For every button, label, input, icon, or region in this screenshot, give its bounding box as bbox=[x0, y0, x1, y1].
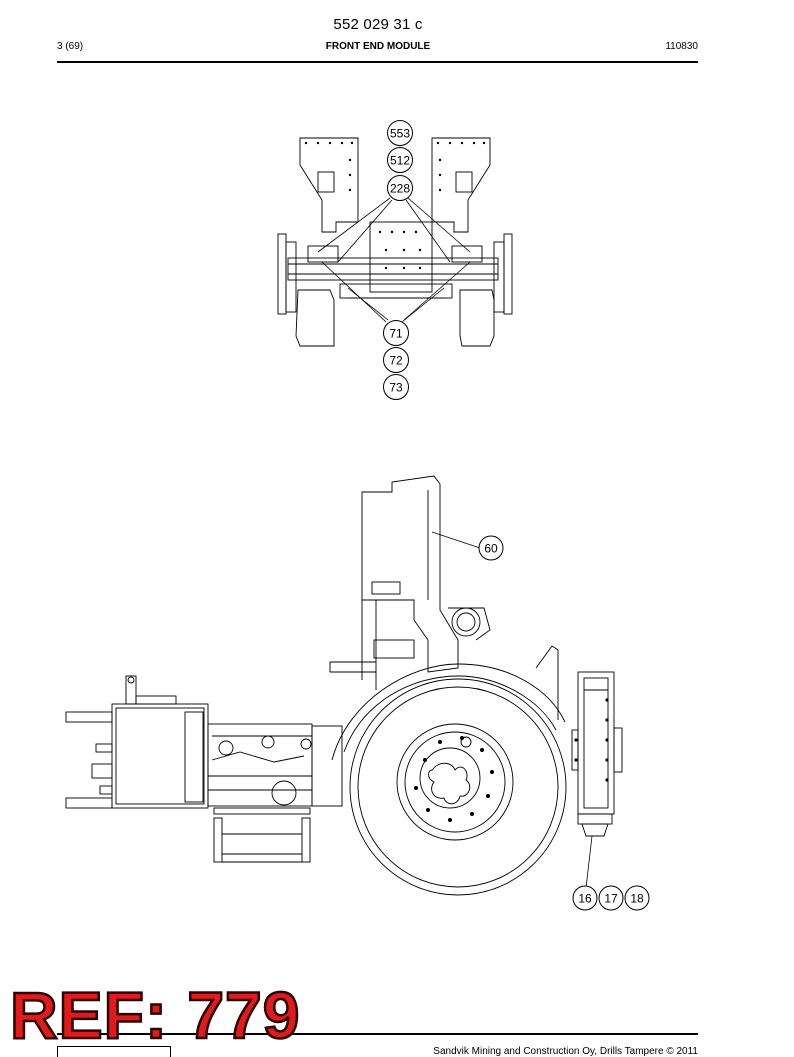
callout-512: 512 bbox=[387, 147, 413, 173]
date-code: 110830 bbox=[665, 41, 698, 52]
svg-text:71: 71 bbox=[389, 327, 403, 341]
callout-228: 228 bbox=[387, 175, 413, 201]
callout-16: 16 bbox=[572, 885, 598, 911]
callout-17: 17 bbox=[598, 885, 624, 911]
svg-text:18: 18 bbox=[630, 892, 644, 906]
footer-copyright: Sandvik Mining and Construction Oy, Dril… bbox=[433, 1046, 698, 1057]
callout-71: 71 bbox=[383, 320, 409, 346]
callout-60: 60 bbox=[478, 535, 504, 561]
header-rule bbox=[57, 61, 698, 63]
svg-text:16: 16 bbox=[578, 892, 592, 906]
footer-rule bbox=[57, 1033, 698, 1035]
document-number: 552 029 31 c bbox=[333, 16, 423, 33]
callout-553: 553 bbox=[387, 120, 413, 146]
callout-18: 18 bbox=[624, 885, 650, 911]
svg-text:228: 228 bbox=[390, 182, 410, 196]
page-number: 3 (69) bbox=[57, 41, 84, 52]
section-title: FRONT END MODULE bbox=[325, 41, 431, 52]
brand-logo-box bbox=[57, 1046, 171, 1057]
svg-text:72: 72 bbox=[389, 354, 403, 368]
svg-text:17: 17 bbox=[604, 892, 618, 906]
callout-72: 72 bbox=[383, 347, 409, 373]
svg-text:512: 512 bbox=[390, 154, 410, 168]
ref-watermark-stamp: REF: 779 bbox=[9, 978, 301, 1052]
svg-text:73: 73 bbox=[389, 381, 403, 395]
callout-73: 73 bbox=[383, 374, 409, 400]
svg-text:60: 60 bbox=[484, 542, 498, 556]
svg-text:553: 553 bbox=[390, 127, 410, 141]
